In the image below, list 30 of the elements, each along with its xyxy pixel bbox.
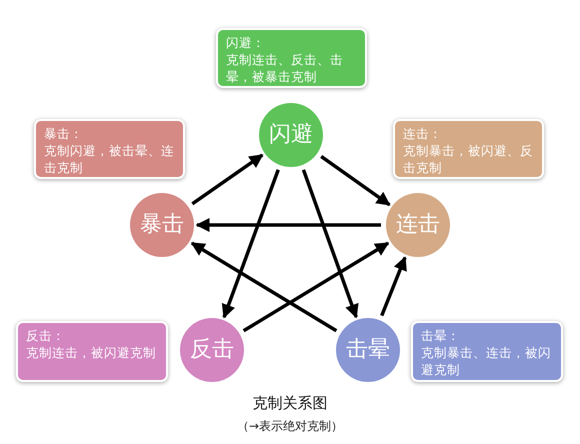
info-card [16, 321, 168, 382]
skill-label: 暴击 [139, 212, 185, 238]
card-text: 克制闪避，被击晕、连击克制 [44, 142, 175, 176]
arrow [222, 169, 280, 318]
arrow [320, 154, 391, 206]
card-text: 克制暴击、连击，被闪避克制 [421, 344, 552, 378]
arrow [190, 242, 338, 332]
arrow [196, 218, 381, 232]
info-card [411, 321, 563, 382]
card-heading: 闪避： [226, 34, 266, 51]
info-card [216, 28, 367, 88]
card-text: 克制暴击，被闪避、反击克制 [403, 142, 534, 176]
card-heading: 暴击： [44, 125, 84, 142]
skill-label: 击晕 [345, 337, 391, 363]
info-card [393, 119, 544, 179]
arrow [191, 154, 264, 206]
card-text: 克制连击，被闪避克制 [26, 344, 157, 361]
info-card [34, 119, 185, 179]
skill-label: 闪避 [268, 122, 314, 148]
caption: （→表示绝对克制） [236, 419, 344, 433]
arrow [380, 256, 407, 316]
card-heading: 反击： [26, 327, 66, 344]
title: 克制关系图 [252, 394, 328, 412]
arrow [242, 242, 390, 332]
skill-label: 反击 [189, 337, 235, 363]
skill-label: 连击 [395, 212, 441, 238]
arrow [302, 169, 359, 318]
card-heading: 连击： [403, 125, 443, 142]
card-heading: 击晕： [421, 327, 461, 344]
card-text: 克制连击、反击、击晕，被暴击克制 [226, 51, 344, 85]
